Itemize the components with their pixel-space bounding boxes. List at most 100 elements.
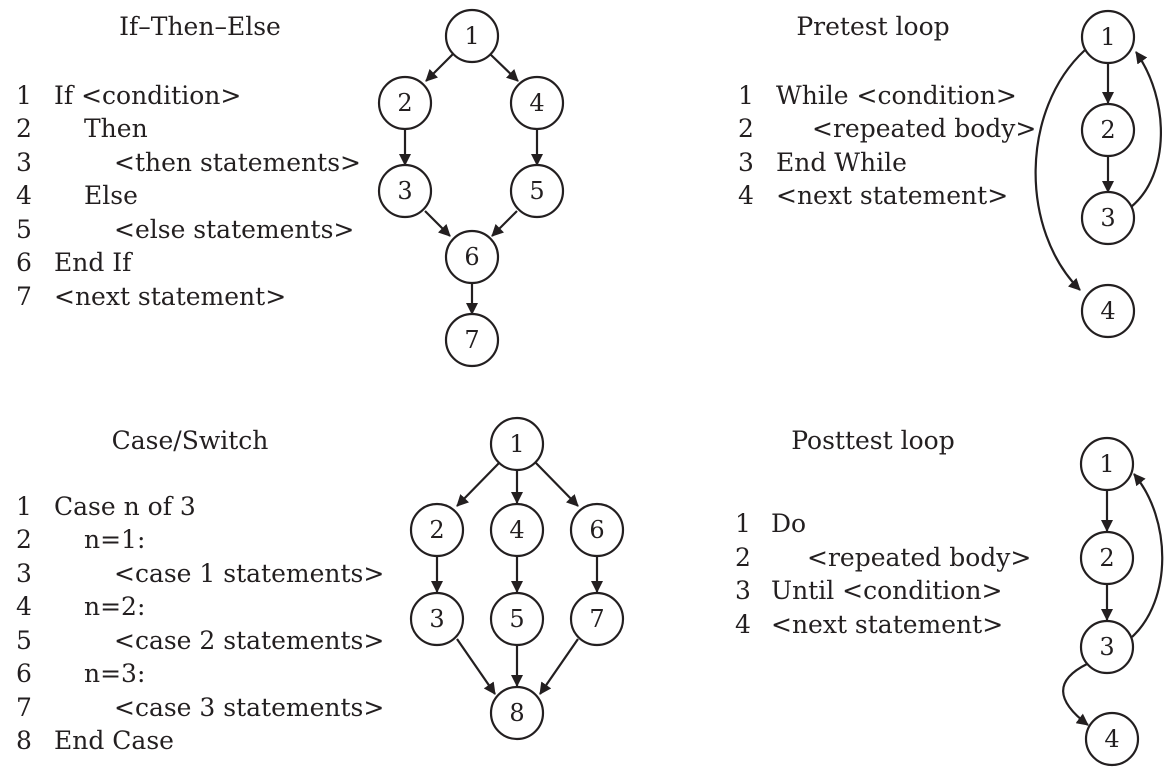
code-listing: 1 While <condition> 2 <repeated body> 3 … — [738, 81, 1036, 210]
code-line: End If — [54, 248, 133, 277]
edge-1-4 — [489, 53, 519, 82]
panel-title: Posttest loop — [791, 426, 955, 455]
svg-text:8: 8 — [509, 699, 524, 727]
code-line: <next statement> — [771, 610, 1003, 639]
svg-text:3: 3 — [429, 605, 444, 633]
svg-text:6: 6 — [464, 243, 479, 271]
node-3: 3 — [377, 163, 433, 219]
line-number: 2 — [16, 525, 32, 554]
node-7: 7 — [444, 312, 500, 368]
node-2: 2 — [1079, 530, 1135, 586]
code-line: Until <condition> — [771, 576, 1002, 605]
line-number: 3 — [735, 576, 751, 605]
svg-text:1: 1 — [509, 430, 524, 458]
node-3: 3 — [1080, 190, 1136, 246]
line-number: 4 — [16, 592, 32, 621]
code-line: n=3: — [84, 659, 145, 688]
code-line: If <condition> — [54, 81, 241, 110]
node-5: 5 — [489, 591, 545, 647]
node-1: 1 — [1080, 9, 1136, 65]
code-line: Then — [84, 114, 148, 143]
panel-title: If–Then–Else — [119, 12, 281, 41]
line-number: 2 — [735, 543, 751, 572]
code-line: <else statements> — [114, 215, 354, 244]
node-4: 4 — [509, 75, 565, 131]
svg-text:2: 2 — [429, 516, 444, 544]
flow-graph: 1 2 3 4 5 6 7 8 — [409, 416, 625, 741]
code-line: <next statement> — [776, 181, 1008, 210]
code-listing: 1 If <condition> 2 Then 3 <then statemen… — [16, 81, 361, 311]
line-number: 5 — [16, 626, 32, 655]
svg-text:6: 6 — [589, 516, 604, 544]
line-number: 6 — [16, 659, 32, 688]
code-line: End While — [776, 148, 907, 177]
panel-posttest-loop: Posttest loop 1 Do 2 <repeated body> 3 U… — [735, 426, 1164, 767]
node-3: 3 — [409, 591, 465, 647]
code-listing: 1 Do 2 <repeated body> 3 Until <conditio… — [735, 509, 1031, 639]
line-number: 1 — [735, 509, 751, 538]
node-1: 1 — [444, 8, 500, 64]
line-number: 4 — [16, 181, 32, 210]
line-number: 3 — [738, 148, 754, 177]
node-2: 2 — [409, 502, 465, 558]
code-line: n=1: — [84, 525, 145, 554]
code-line: <repeated body> — [807, 543, 1031, 572]
edge-1-6 — [534, 461, 579, 507]
node-3: 3 — [1079, 619, 1135, 675]
node-2: 2 — [377, 75, 433, 131]
code-line: <case 2 statements> — [114, 626, 384, 655]
edge-3-6 — [424, 210, 451, 237]
edge-7-8 — [539, 638, 579, 695]
code-listing: 1 Case n of 3 2 n=1: 3 <case 1 statement… — [16, 492, 384, 755]
svg-text:7: 7 — [589, 605, 604, 633]
node-6: 6 — [444, 229, 500, 285]
edge-3-1 — [1130, 51, 1162, 208]
svg-text:2: 2 — [1100, 116, 1115, 144]
svg-text:5: 5 — [509, 605, 524, 633]
code-line: While <condition> — [776, 81, 1017, 110]
code-line: End Case — [54, 726, 174, 755]
svg-text:3: 3 — [1100, 204, 1115, 232]
line-number: 5 — [16, 215, 32, 244]
flow-graph: 1 2 3 4 — [1062, 436, 1164, 767]
node-1: 1 — [489, 416, 545, 472]
node-4: 4 — [489, 502, 545, 558]
svg-text:1: 1 — [464, 22, 479, 50]
line-number: 1 — [738, 81, 754, 110]
edge-3-1 — [1131, 473, 1164, 638]
line-number: 4 — [738, 181, 754, 210]
svg-text:2: 2 — [397, 89, 412, 117]
code-line: Else — [84, 181, 138, 210]
edge-5-6 — [491, 210, 518, 237]
node-4: 4 — [1084, 711, 1140, 767]
code-line: Do — [771, 509, 806, 538]
edge-3-4 — [1062, 663, 1089, 726]
code-line: <case 3 statements> — [114, 693, 384, 722]
panel-title: Pretest loop — [796, 12, 949, 41]
svg-text:2: 2 — [1099, 544, 1114, 572]
node-5: 5 — [509, 163, 565, 219]
node-8: 8 — [489, 685, 545, 741]
code-line: <repeated body> — [812, 114, 1036, 143]
line-number: 7 — [16, 693, 32, 722]
panel-pretest-loop: Pretest loop 1 While <condition> 2 <repe… — [738, 9, 1162, 339]
svg-text:3: 3 — [397, 177, 412, 205]
code-line: <then statements> — [114, 148, 361, 177]
svg-text:1: 1 — [1100, 23, 1115, 51]
edge-1-2 — [456, 461, 501, 507]
code-line: <next statement> — [54, 282, 286, 311]
flow-graph: 1 2 3 4 — [1034, 9, 1162, 339]
line-number: 8 — [16, 726, 32, 755]
edge-3-8 — [456, 638, 496, 695]
edge-1-4 — [1034, 49, 1086, 291]
line-number: 3 — [16, 559, 32, 588]
edge-1-2 — [425, 53, 454, 82]
node-2: 2 — [1080, 102, 1136, 158]
svg-text:5: 5 — [529, 177, 544, 205]
panel-title: Case/Switch — [112, 426, 269, 455]
svg-text:7: 7 — [464, 326, 479, 354]
svg-text:4: 4 — [529, 89, 544, 117]
line-number: 2 — [16, 114, 32, 143]
svg-text:4: 4 — [509, 516, 524, 544]
line-number: 7 — [16, 282, 32, 311]
